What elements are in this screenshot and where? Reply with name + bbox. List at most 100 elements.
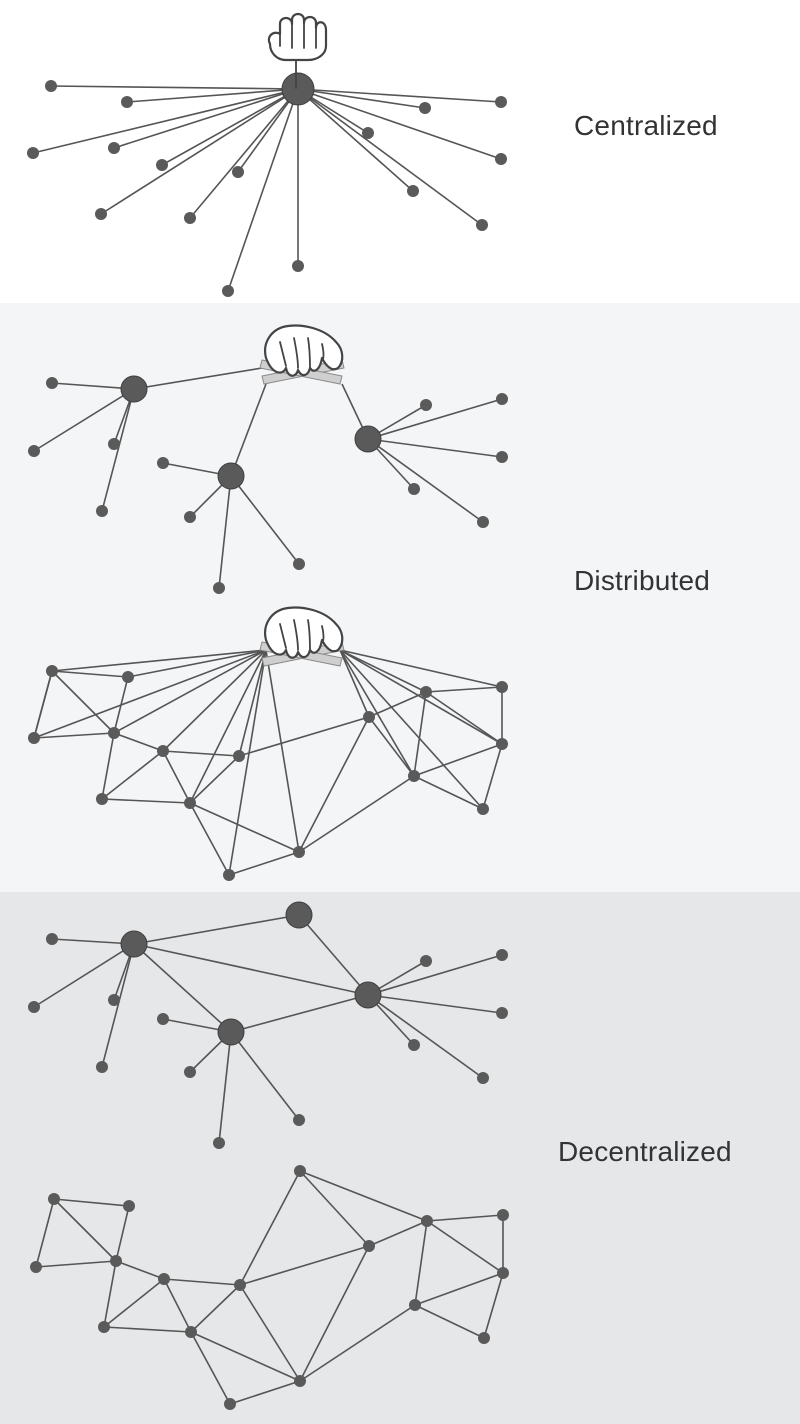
centralized-hub [281,72,315,106]
centralized-node [419,102,431,114]
distributed-node [363,711,375,723]
decentralized-hub [354,981,382,1009]
decentralized-edge [115,1260,165,1280]
distributed-node [496,393,508,405]
distributed-node [477,803,489,815]
decentralized-node [496,1007,508,1019]
centralized-node [495,153,507,165]
distributed-node [477,516,489,528]
distributed-edge [230,383,267,477]
centralized-edge [227,88,299,292]
distributed-edge [425,691,503,745]
decentralized-edge [426,1214,504,1222]
centralized-edge [189,88,299,219]
centralized-node [121,96,133,108]
decentralized-edge [414,1304,485,1339]
decentralized-edge [298,914,369,996]
decentralized-edge [103,1260,117,1328]
distributed-edge [189,755,240,804]
distributed-edge [339,649,415,777]
decentralized-node [157,1013,169,1025]
distributed-edge [265,649,300,853]
distributed-node [122,671,134,683]
centralized-node [45,80,57,92]
distributed-edge [162,750,191,804]
decentralized-edge [239,1245,370,1286]
decentralized-edge [163,1278,241,1286]
distributed-node [46,377,58,389]
decentralized-node [48,1193,60,1205]
distributed-edge [298,716,370,853]
decentralized-label: Decentralized [558,1136,732,1167]
distributed-node [96,793,108,805]
distributed-edge [127,649,267,678]
distributed-edge [339,649,370,718]
distributed-node [293,846,305,858]
centralized-edge [297,88,483,226]
decentralized-edge [230,994,369,1033]
distributed-node [28,732,40,744]
decentralized-node [185,1326,197,1338]
centralized-node [27,147,39,159]
distributed-node [496,738,508,750]
distributed-node [157,745,169,757]
distributed-edge [228,851,300,876]
centralized-node [232,166,244,178]
distributed-edge [413,743,503,777]
distributed-edge [339,649,503,688]
decentralized-node [293,1114,305,1126]
decentralized-edge [133,914,300,945]
decentralized-edge [51,938,135,945]
decentralized-node [108,994,120,1006]
centralized-edge [100,88,299,215]
decentralized-node [497,1209,509,1221]
centralized-node [495,96,507,108]
centralized-edge [237,88,299,173]
distributed-edge [367,438,503,458]
centralized-node [108,142,120,154]
distributed-edge [425,686,503,693]
distributed-node [184,797,196,809]
distributed-node [233,750,245,762]
decentralized-edge [190,1284,241,1333]
decentralized-node [234,1279,246,1291]
distributed-edge [101,388,135,512]
distributed-node [420,399,432,411]
decentralized-node [224,1398,236,1410]
decentralized-node [497,1267,509,1279]
centralized-edge [297,88,426,109]
centralized-panel [0,0,800,303]
decentralized-node [294,1165,306,1177]
centralized-node [292,260,304,272]
centralized-edge [113,88,299,149]
centralized-edge [126,88,299,103]
distributed-edge [230,475,300,565]
distributed-node [223,869,235,881]
distributed-node [108,727,120,739]
distributed-edge [33,388,135,452]
decentralized-edge [115,1205,130,1262]
decentralized-node [28,1001,40,1013]
decentralized-node [409,1299,421,1311]
decentralized-edge [218,1031,232,1144]
distributed-node [213,582,225,594]
distributed-edge [51,670,115,734]
distributed-edge [228,649,267,876]
distributed-label: Distributed [574,565,711,596]
decentralized-edge [103,1278,165,1328]
distributed-hub [120,375,148,403]
decentralized-edge [190,1331,301,1382]
distributed-node [157,457,169,469]
decentralized-edge [368,1220,428,1247]
distributed-edge [133,367,263,390]
decentralized-edge [133,943,232,1033]
decentralized-node [123,1200,135,1212]
decentralized-edge [414,1220,428,1306]
decentralized-hub [217,1018,245,1046]
decentralized-edge [299,1170,428,1222]
decentralized-node [96,1061,108,1073]
centralized-edge [297,88,414,192]
centralized-node [362,127,374,139]
distributed-edge [33,649,267,739]
decentralized-panel [0,892,800,1424]
